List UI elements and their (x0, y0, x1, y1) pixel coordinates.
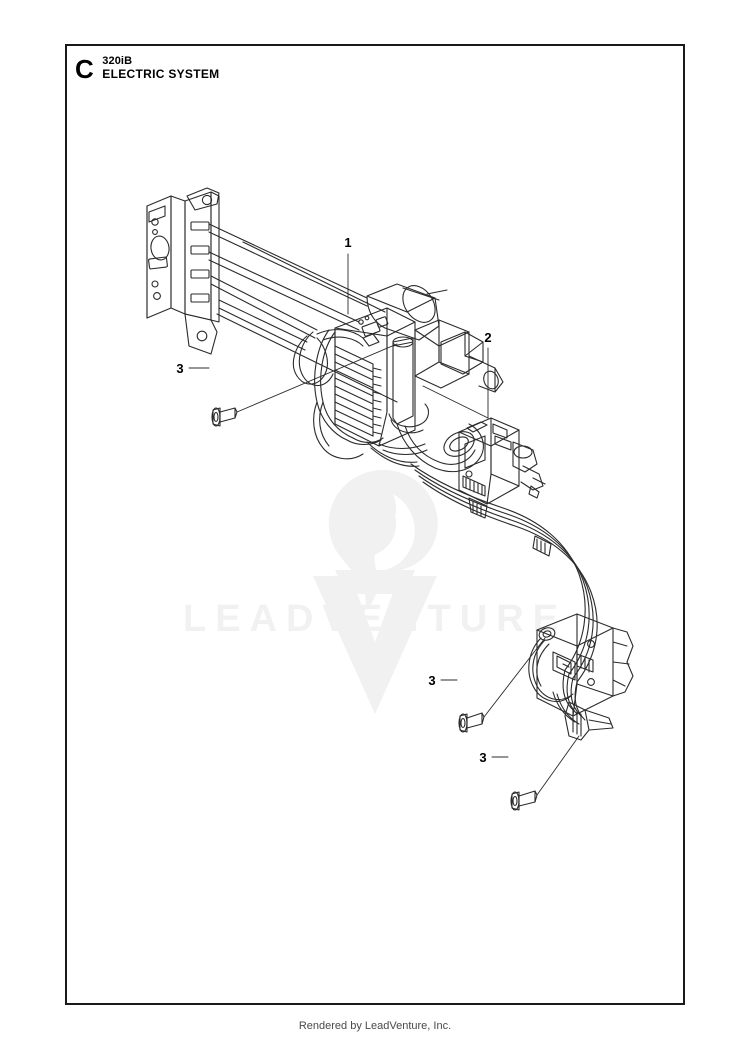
screw-upper-left (211, 407, 238, 427)
motor-control-unit (334, 283, 448, 447)
section-title: ELECTRIC SYSTEM (102, 67, 220, 81)
boom-rail-tubes (208, 223, 398, 403)
header-text-block: 320iB ELECTRIC SYSTEM (102, 54, 219, 81)
model-number: 320iB (102, 55, 133, 67)
callout-2-label: 2 (484, 330, 491, 345)
callout-leader-lines (188, 253, 580, 796)
wire-harness (410, 463, 598, 721)
illustration-svg: 1 2 3 3 3 (146, 187, 634, 811)
parts-illustration: 1 2 3 3 3 (67, 46, 683, 1003)
callout-3c-label: 3 (479, 750, 486, 765)
callout-1-label: 1 (344, 235, 351, 250)
handle-bracket-assembly (528, 613, 634, 741)
callout-3b-label: 3 (428, 673, 435, 688)
switch-connector-assembly (458, 417, 546, 519)
screw-lower-bottom (510, 790, 538, 811)
screw-lower-middle (458, 712, 485, 733)
callout-3a-label: 3 (176, 361, 183, 376)
cable-bundle-upper (313, 329, 430, 467)
page-frame-border: C 320iB ELECTRIC SYSTEM LEADVENTURE (65, 44, 685, 1005)
footer-attribution: Rendered by LeadVenture, Inc. (298, 1020, 452, 1032)
callout-labels: 1 2 3 3 3 (176, 235, 491, 765)
section-letter: C (75, 54, 94, 84)
control-module-right (396, 319, 504, 473)
mounting-bracket-plate (146, 187, 220, 355)
page-header: C 320iB ELECTRIC SYSTEM (75, 54, 219, 82)
